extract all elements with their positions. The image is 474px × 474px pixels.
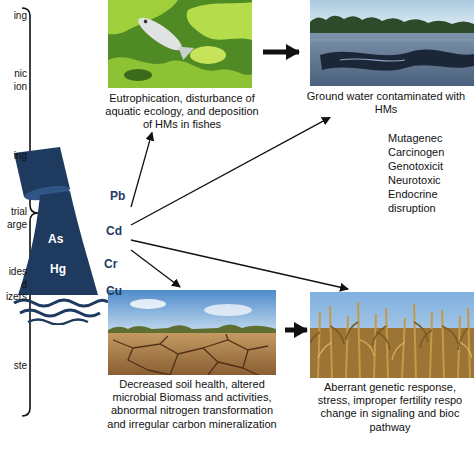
health-effect: Carcinogen: [388, 146, 444, 160]
spread-arrow: [131, 117, 330, 225]
health-effect: Mutagenec: [388, 132, 442, 146]
dry-soil-photo: [108, 290, 276, 375]
impact-caption: Decreased soil health, altered microbial…: [100, 378, 284, 431]
impact-panel: Decreased soil health, altered microbial…: [100, 288, 284, 431]
source-label: trial arge: [7, 206, 27, 231]
flow-arrow: [285, 328, 307, 333]
source-label: ing: [14, 150, 27, 163]
source-label: ides d izers: [6, 266, 27, 304]
metal-symbol: Cr: [104, 258, 117, 270]
metal-symbol: As: [48, 233, 63, 245]
discharge-source: PbCdAsHg CrCu: [10, 145, 130, 325]
metal-symbol: Cu: [106, 285, 122, 297]
impact-caption: Aberrant genetic response, stress, impro…: [308, 381, 472, 434]
groundwater-photo: [310, 0, 474, 86]
impact-panel: Aberrant genetic response, stress, impro…: [308, 290, 472, 434]
impact-panel: Eutrophication, disturbance of aquatic e…: [102, 0, 262, 132]
impact-caption: Eutrophication, disturbance of aquatic e…: [102, 92, 262, 132]
source-label: ste: [14, 360, 27, 373]
metal-symbol: Pb: [110, 190, 125, 202]
metal-symbol: Cd: [106, 225, 122, 237]
source-label: ing: [14, 10, 27, 23]
impact-panel: Ground water contaminated with HMs: [300, 0, 472, 116]
spread-arrow: [131, 133, 152, 207]
spread-arrow: [131, 240, 348, 289]
dry-crop-photo: [310, 292, 474, 378]
health-effect: Neurotoxic: [388, 174, 441, 188]
eutrophication-photo: [108, 0, 252, 88]
flow-arrow: [263, 50, 299, 55]
source-label: nic ion: [14, 68, 27, 93]
health-effect: Genotoxicit: [388, 160, 443, 174]
metal-symbol: Hg: [50, 263, 66, 275]
health-effect: Endocrine disruption: [388, 188, 438, 216]
spread-arrow: [131, 250, 180, 287]
impact-caption: Ground water contaminated with HMs: [300, 90, 472, 116]
